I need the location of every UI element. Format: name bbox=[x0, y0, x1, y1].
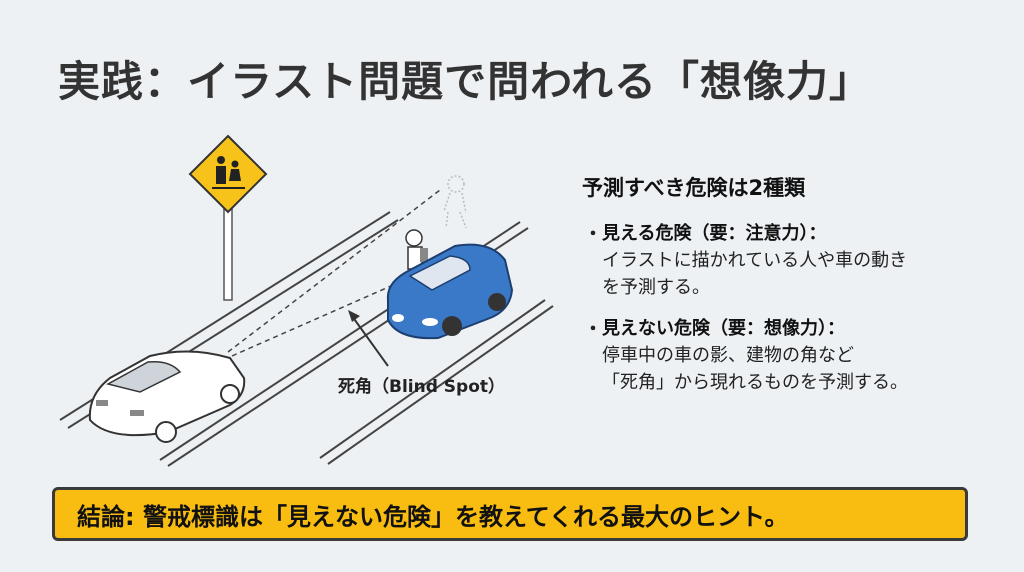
sight-lines bbox=[227, 189, 441, 357]
item-head: 見えない危険（要：想像力）： bbox=[602, 318, 845, 339]
conclusion-banner: 結論: 警戒標識は「見えない危険」を教えてくれる最大のヒント。 bbox=[52, 487, 968, 541]
conclusion-text: 結論: 警戒標識は「見えない危険」を教えてくれる最大のヒント。 bbox=[77, 502, 789, 531]
item-desc-line: 停車中の車の影、建物の角など bbox=[602, 345, 854, 366]
list-item-visible-danger: ・ 見える危険（要：注意力）： イラストに描かれている人や車の動き を予測する。 bbox=[582, 220, 1002, 301]
bullet-icon: ・ bbox=[584, 319, 602, 340]
blind-spot-arrow-icon bbox=[348, 310, 389, 367]
road-scene-illustration bbox=[59, 134, 554, 467]
panel-heading: 予測すべき危険は2種類 bbox=[582, 176, 806, 200]
child-pedestrian-icon bbox=[405, 229, 428, 270]
list-item-invisible-danger: ・ 見えない危険（要：想像力）： 停車中の車の影、建物の角など 「死角」から現れ… bbox=[582, 315, 1002, 396]
blind-spot-label: 死角（Blind Spot） bbox=[338, 377, 506, 397]
page-title: 実践：イラスト問題で問われる「想像力」 bbox=[58, 57, 873, 106]
white-car-icon bbox=[88, 350, 246, 443]
item-head: 見える危険（要：注意力）： bbox=[602, 223, 827, 244]
danger-types-panel: 予測すべき危険は2種類 ・ 見える危険（要：注意力）： イラストに描かれている人… bbox=[582, 172, 1002, 410]
item-desc-line: イラストに描かれている人や車の動き bbox=[602, 250, 908, 271]
hidden-child-icon bbox=[443, 175, 467, 229]
blue-car-icon bbox=[386, 243, 514, 340]
item-desc-line: を予測する。 bbox=[602, 277, 710, 298]
item-desc-line: 「死角」から現れるものを予測する。 bbox=[602, 372, 908, 393]
children-crossing-sign-icon bbox=[188, 134, 268, 301]
bullet-icon: ・ bbox=[584, 224, 602, 245]
